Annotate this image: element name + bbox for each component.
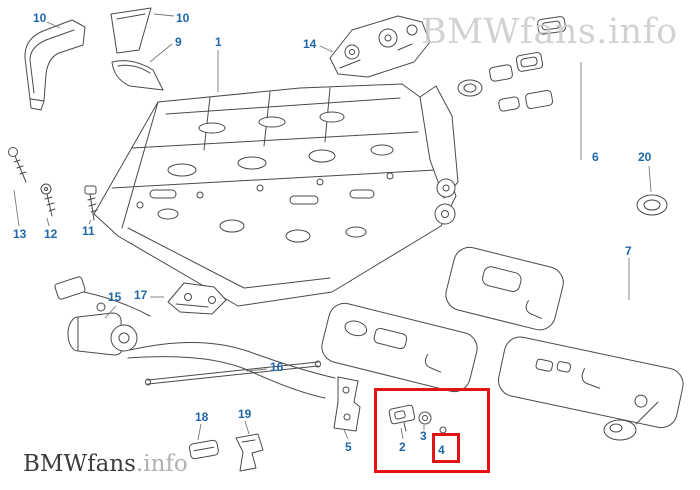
- part-10-left-bracket: [24, 19, 86, 111]
- part-15-motor: [54, 276, 151, 356]
- part-label-10a[interactable]: 10: [33, 11, 47, 25]
- part-7-switch-panel: [498, 336, 684, 429]
- drive-cables: [127, 342, 336, 399]
- seat-frame-drawing: [93, 83, 459, 307]
- part-18-cap: [188, 439, 219, 460]
- part-label-17[interactable]: 17: [134, 288, 148, 302]
- part-label-16[interactable]: 16: [270, 360, 284, 374]
- site-logo-suffix: .info: [135, 451, 188, 477]
- part-label-3[interactable]: 3: [420, 429, 427, 443]
- part-label-11[interactable]: 11: [82, 224, 95, 238]
- switch-parts-cluster: [457, 16, 566, 112]
- part-label-13[interactable]: 13: [13, 227, 27, 241]
- part-label-4[interactable]: 4: [438, 443, 445, 457]
- highlight-box-large: [374, 388, 490, 473]
- highlight-box-small: [432, 433, 460, 463]
- part-label-15[interactable]: 15: [108, 290, 122, 304]
- part-label-7[interactable]: 7: [625, 244, 632, 258]
- part-label-14[interactable]: 14: [303, 37, 317, 51]
- part-19-clip: [235, 433, 264, 472]
- part-13-screw: [8, 147, 27, 183]
- part-12-screw: [40, 183, 56, 217]
- part-2-switch: [388, 404, 416, 432]
- part-9-cover: [111, 60, 164, 91]
- part-11-bolt: [84, 185, 98, 221]
- part-label-2[interactable]: 2: [399, 440, 406, 454]
- part-10-triangle-trim: [110, 7, 152, 54]
- part-label-18[interactable]: 18: [195, 410, 209, 424]
- site-logo-brand: BMWfans: [23, 451, 136, 477]
- part-5-bracket: [333, 376, 361, 432]
- site-logo: BMWfans.info: [23, 451, 188, 477]
- part-3-nut: [418, 411, 432, 425]
- part-label-19[interactable]: 19: [238, 407, 252, 421]
- part-label-5[interactable]: 5: [345, 440, 352, 454]
- switch-knob: [603, 401, 659, 441]
- part-label-6[interactable]: 6: [592, 150, 599, 164]
- part-label-12[interactable]: 12: [44, 227, 58, 241]
- trim-panel-upper: [445, 246, 564, 331]
- part-20-grommet: [636, 194, 668, 216]
- leader-lines: [13, 13, 652, 441]
- trim-panel-middle: [321, 302, 478, 393]
- part-16-rod: [145, 360, 321, 386]
- part-label-1[interactable]: 1: [215, 35, 222, 49]
- part-label-10b[interactable]: 10: [176, 11, 190, 25]
- part-label-20[interactable]: 20: [638, 150, 652, 164]
- watermark-top-right: BMWfans.info: [421, 12, 678, 52]
- part-14-mechanism: [329, 15, 431, 78]
- part-17-bracket: [167, 282, 227, 315]
- part-label-9[interactable]: 9: [175, 35, 182, 49]
